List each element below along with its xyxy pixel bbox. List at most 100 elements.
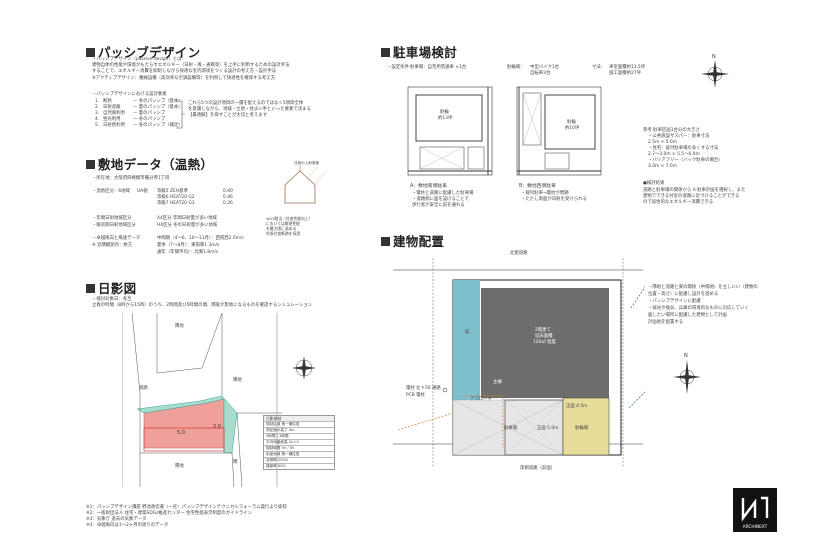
section-title-passive: パッシブデザイン [86, 42, 200, 61]
parking-ref-line: 2.7〜3.0m × 5.5〜6.0m [648, 152, 700, 157]
passive-def-2: 建物自体の性能や環境がもたらすエネルギー（日射・風・通風等）を上手に利用するため… [92, 63, 290, 68]
garden-area [453, 280, 480, 400]
parking-plan-b [516, 86, 602, 176]
observation-point: ※ 近隣観測点：枚方 [92, 243, 133, 248]
archinext-logo: ARCHINEXT [733, 488, 777, 532]
wind-line-3: 通年（年間平均）：北東1.8m/s [157, 250, 219, 255]
plan-b-lines: ・縦列駐車→電柱が問題・ただし南面が日射を受けられる [521, 191, 587, 203]
parking-cond-value: 駐車場：自宅用普通車 ×1台 [410, 65, 467, 70]
parking-review-lines: 道路と駐車場の関係から A 駐車計画を選択し、また建物でできる付近の道路に近づけ… [643, 188, 745, 206]
parking-review-line: ので居住的なエネルギー消費できる [643, 200, 714, 205]
plan-b-room: 駐輪 [567, 120, 576, 125]
shadow-label-road-right: 隣地 [233, 378, 242, 383]
site-region: ・温熱区分：6地域 [92, 189, 130, 194]
passive-item: 1.断熱 — 冬のパッシブ（基本） [95, 99, 183, 105]
parking-label: 駐車場 [504, 426, 518, 431]
passive-item-desc: — 冬のパッシブ（基本） [133, 99, 183, 104]
site-address: ・所在地：大阪府四條畷市備分寺1丁目 [92, 176, 170, 181]
plan-a-line: ・電柱と道路に配慮した駐車場 [412, 191, 474, 196]
approach-label: アプローチ [470, 397, 492, 402]
layout-notes: ・隣地と道路と東の関係（中隔地）を立しいい（建物の位置・高さ）に配慮し設計を進め… [648, 284, 758, 326]
section-title-site: 敷地データ（温熱） [86, 154, 213, 173]
layout-note: 計画地を配置する [648, 320, 684, 325]
garden-label: 庭 [465, 330, 470, 335]
elec-label-1: 電柱 左ト50 通路 [406, 386, 441, 391]
passive-note-2: を意識しながら、地域・立地・住まい手といった要素で決まる [188, 107, 311, 112]
layout-site-plan [393, 258, 645, 468]
wind-line-2: 夏季（7〜8月）：東南東1.3m/s [157, 243, 220, 248]
shadow-table-row: 平均地盤面高 GL+0 [264, 439, 334, 445]
passive-item: 2.日射遮蔽 — 夏のパッシブ（基本） [95, 105, 183, 111]
layout-note: ・採光や換気、兵庫の環境的なものに対応していく [648, 306, 749, 311]
size-value-1: 車室面積約13.5坪 [609, 65, 646, 70]
ua-grade-value: 0.46 [223, 195, 233, 200]
shadow-table-title: 日影規制 [264, 416, 334, 421]
site-ua-label: UA値 [137, 189, 148, 194]
size-label: 寸法： [592, 65, 606, 70]
compass-layout: N [673, 353, 701, 394]
bike-label: 駐輪場： [507, 65, 525, 70]
layout-note: ・パッシブデザインに配慮 [648, 299, 701, 304]
shadow-label-side: 隣 [233, 460, 238, 465]
passive-item-name: 日射遮蔽 [103, 105, 121, 110]
passive-item-num: 2. [95, 105, 100, 110]
plan-a-line: ・道路側に面を設けることで [412, 197, 469, 202]
passive-item-name: 断熱 [103, 99, 112, 104]
passive-list-title: ・パッシブデザインにおける設計要素 [92, 92, 167, 97]
footnote: ※4：卓越風向は1〜2ヶ月の周りのデータ [86, 523, 169, 528]
parking-review-line: 道路と駐車場の関係から A 駐車計画を選択し、また [643, 188, 746, 193]
layout-note: 面したい場所に配慮した建物として計画 [648, 313, 727, 318]
solar-region-1-value: A4区分 年間日射量が多い地域 [157, 216, 217, 221]
shadow-table-row: 規制時間 5h / 3h [264, 445, 334, 451]
footnote: ※3：気象庁 過去の気象データ [86, 517, 147, 522]
plan-a-room: 駐輪 [440, 110, 449, 115]
plan-b-line: ・ただし南面が日射を受けられる [521, 197, 587, 202]
passive-item-num: 4. [95, 117, 100, 122]
passive-item-desc: — 冬のパッシブ（補足） [133, 123, 183, 128]
building-label-1: 2階建て [535, 328, 551, 333]
elec-label-2: PCB 電柱 [406, 393, 425, 398]
parking-review-line: 建物でできる付近の道路に近づけることができる [643, 194, 740, 199]
bike-dim: 正面 4.5m [566, 404, 588, 409]
main-building [481, 288, 609, 398]
shadow-label-north: 隣地 [175, 324, 184, 329]
plan-b-line: ・縦列駐車→電柱が問題 [521, 191, 569, 196]
sun-angle-caption: 日射の入射角度 [294, 161, 320, 165]
compass-shadow [292, 356, 316, 380]
footnotes: ※1：パッシブデザイン講座 野池政宏著（一社）パッシブデザインテクニカルフォーラ… [86, 505, 287, 529]
passive-item-name: 日射熱利用 [103, 123, 125, 128]
passive-item-num: 1. [95, 99, 100, 104]
parking-ref-line: 3.0m × 7.0m [648, 164, 677, 169]
section-title-layout: 建物配置 [381, 231, 444, 250]
shadow-table-row: 規制区域 第一種住居 [264, 421, 334, 427]
ua-grade-value: 0.26 [223, 201, 233, 206]
solar-region-2: ・暖房期日射地域区分 [92, 223, 136, 228]
passive-item-desc: — 夏のパッシブ（基本） [133, 105, 183, 110]
passive-note-1: これら5つの設計項目の一層を配えるのではなく5項目全体 [188, 101, 304, 106]
parking-ref-line: ・公共施設サスパー：駐車寸法 [648, 134, 710, 139]
passive-bracket [176, 100, 185, 129]
solar-region-1: ・年間日射地域区分 [92, 216, 132, 221]
passive-item: 4.昼光利用— 冬のパッシブ [95, 117, 183, 123]
main-label: 主棟 [493, 380, 502, 385]
ua-grade-value: 0.60 [223, 189, 233, 194]
passive-note-3: 【最適解】を探すことが大切と考えます [188, 113, 268, 118]
passive-item: 3.自然風利用— 夏のパッシブ [95, 111, 183, 117]
footnote: ※1：パッシブデザイン講座 野池政宏著（一社）パッシブデザインテクニカルフォーラ… [86, 505, 287, 510]
passive-def-1: ・パッシブデザイン（passive design）とは [92, 57, 182, 62]
shadow-label-road: 道路 [139, 386, 148, 391]
passive-item-num: 5. [95, 123, 100, 128]
plan-a-lines: ・電柱と道路に配慮した駐車場・道路側に面を設けることで歩行者が安全に前を通れる [412, 191, 473, 209]
road-top: 北側道路 [510, 251, 528, 256]
shadow-note-1: ・検討対象日：冬至 [92, 297, 132, 302]
plan-a-line: 歩行者が安全に前を通れる [412, 203, 465, 208]
building-label-3: 120㎡ 程度 [533, 340, 556, 345]
shadow-diagram [122, 313, 316, 487]
parking-ref-line: ・バリアフリー（バック駐車の場合） [648, 158, 723, 163]
house-note-3: を最大限に高める [266, 226, 297, 231]
parking-ref-line: 2.5m × 5.0m [648, 140, 677, 145]
solar-region-2-value: H4区分 冬の日射量が多い地域 [157, 223, 218, 228]
